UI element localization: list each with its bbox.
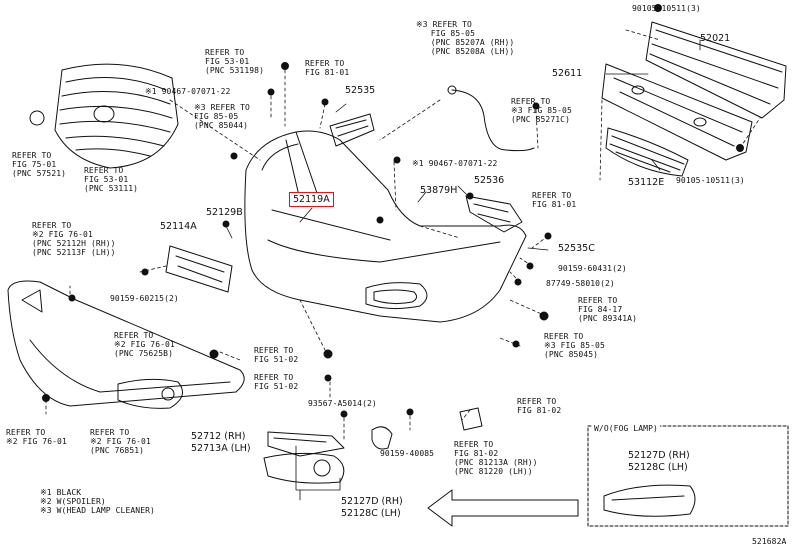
assembly-lines <box>45 29 761 441</box>
ref-fig81-02-b[interactable]: REFER TO FIG 81-02 (PNC 81213A (RH)) (PN… <box>454 440 538 476</box>
part-53879h[interactable]: 53879H <box>420 185 458 196</box>
part-52127d[interactable]: 52127D (RH) <box>341 496 403 507</box>
ref-fig76-01-d[interactable]: REFER TO ※2 FIG 76-01 (PNC 76851) <box>90 428 151 455</box>
part-52114a[interactable]: 52114A <box>160 221 197 232</box>
ref-fig85-05-right[interactable]: REFER TO ※3 FIG 85-05 (PNC 85271C) <box>511 97 572 124</box>
part-52129b[interactable]: 52129B <box>206 207 243 218</box>
part-52021[interactable]: 52021 <box>700 33 731 44</box>
ref-fig53-left[interactable]: REFER TO FIG 53-01 (PNC 53111) <box>84 166 139 193</box>
emblem-icon <box>29 110 45 126</box>
part-52535c[interactable]: 52535C <box>558 243 595 254</box>
fastener-93567[interactable]: 93567-A5014(2) <box>308 399 377 408</box>
diagram-id: 521682A <box>752 537 787 546</box>
clip-bracket <box>459 407 483 431</box>
bracket-52114a <box>165 245 233 293</box>
fog-cover-no-lamp <box>603 484 696 517</box>
part-52535[interactable]: 52535 <box>345 85 376 96</box>
legend-item-2: ※2 W(SPOILER) <box>40 497 106 506</box>
fog-lamp <box>371 426 393 450</box>
part-53112e[interactable]: 53112E <box>628 177 665 188</box>
bracket-52535 <box>329 113 375 147</box>
washer-hose <box>451 89 535 152</box>
legend-item-1: ※1 BLACK <box>40 488 82 497</box>
fastener-90159-60215[interactable]: 90159-60215(2) <box>110 294 179 303</box>
energy-absorber <box>601 63 753 161</box>
ref-fig76-01-a[interactable]: REFER TO ※2 FIG 76-01 (PNC 52112H (RH)) … <box>32 221 116 257</box>
direction-arrow <box>427 489 579 527</box>
legend-item-3: ※3 W(HEAD LAMP CLEANER) <box>40 506 155 515</box>
fastener-90159-60431[interactable]: 90159-60431(2) <box>558 264 627 273</box>
fog-box <box>587 425 789 527</box>
fastener-90105-bottom[interactable]: 90105-10511(3) <box>676 176 745 185</box>
ref-fig81-02-a[interactable]: REFER TO FIG 81-02 <box>517 397 562 415</box>
legend: ※1 BLACK ※2 W(SPOILER) ※3 W(HEAD LAMP CL… <box>40 488 155 515</box>
fog-lamp-cover <box>263 431 345 484</box>
fastener-90159-40085[interactable]: 90159-40085 <box>380 449 435 458</box>
ref-fig84-17[interactable]: REFER TO FIG 84-17 (PNC 89341A) <box>578 296 637 323</box>
part-52128c[interactable]: 52128C (LH) <box>341 508 401 519</box>
ref-fig76-01-b[interactable]: REFER TO ※2 FIG 76-01 (PNC 75625B) <box>114 331 175 358</box>
fastener-90467-b[interactable]: ※1 90467-07071-22 <box>412 159 498 168</box>
bumper-reinforcement <box>645 21 787 119</box>
part-52536[interactable]: 52536 <box>474 175 505 186</box>
ref-fig51-02-b[interactable]: REFER TO FIG 51-02 <box>254 373 299 391</box>
hose-fitting-icon <box>447 85 457 95</box>
part-52128c-fog[interactable]: 52128C (LH) <box>628 462 688 473</box>
fasteners <box>42 4 744 418</box>
front-bumper-cover <box>244 130 527 323</box>
lower-grille <box>605 127 689 177</box>
front-spoiler <box>7 280 245 409</box>
fog-box-title: W/O(FOG LAMP) <box>592 424 660 433</box>
radiator-grille <box>29 63 179 169</box>
ref-fig51-02-a[interactable]: REFER TO FIG 51-02 <box>254 346 299 364</box>
fastener-90467-a[interactable]: ※1 90467-07071-22 <box>145 87 231 96</box>
highlighted-part-52119a[interactable]: 52119A <box>289 192 334 207</box>
part-52611[interactable]: 52611 <box>552 68 583 79</box>
ref-fig85-05-rh[interactable]: ※3 REFER TO FIG 85-05 (PNC 85207A (RH)) … <box>416 20 515 56</box>
ref-fig76-01-c[interactable]: REFER TO ※2 FIG 76-01 <box>6 428 67 446</box>
fastener-87749[interactable]: 87749-58010(2) <box>546 279 615 288</box>
part-52712[interactable]: 52712 (RH) <box>191 431 246 442</box>
fastener-90105-top[interactable]: 90105-10511(3) <box>632 4 701 13</box>
ref-fig75[interactable]: REFER TO FIG 75-01 (PNC 57521) <box>12 151 67 178</box>
ref-fig85-05-top[interactable]: ※3 REFER TO FIG 85-05 (PNC 85044) <box>194 103 250 130</box>
part-52713a[interactable]: 52713A (LH) <box>191 443 251 454</box>
ref-fig81-01-b[interactable]: REFER TO FIG 81-01 <box>532 191 577 209</box>
ref-fig81-01-a[interactable]: REFER TO FIG 81-01 <box>305 59 350 77</box>
leader-lines <box>225 39 701 501</box>
ref-fig85-05-bottom[interactable]: REFER TO ※3 FIG 85-05 (PNC 85045) <box>544 332 605 359</box>
bracket-52536 <box>465 195 523 233</box>
ref-fig53-grille[interactable]: REFER TO FIG 53-01 (PNC 531198) <box>205 48 264 75</box>
part-52127d-fog[interactable]: 52127D (RH) <box>628 450 690 461</box>
